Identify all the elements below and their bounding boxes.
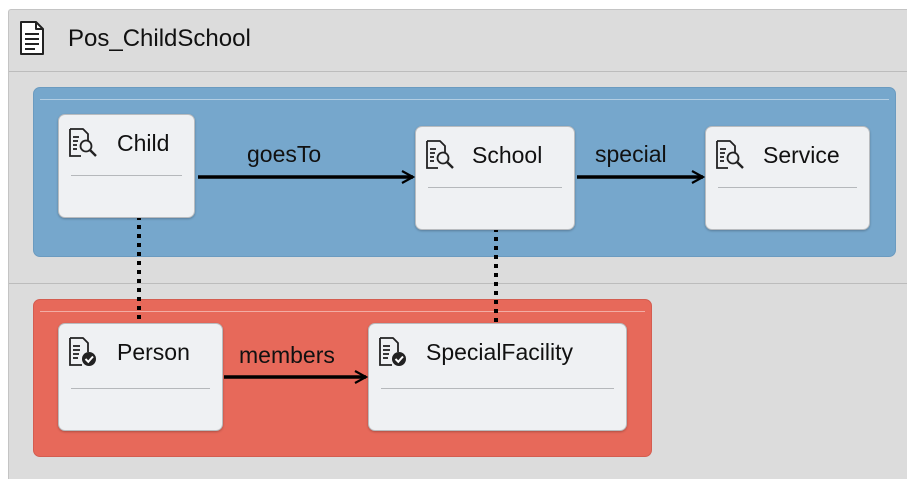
group-divider <box>40 99 889 100</box>
node-specialfacility[interactable]: SpecialFacility <box>368 323 627 431</box>
node-divider <box>428 187 562 188</box>
node-label-school: School <box>472 142 543 168</box>
node-child[interactable]: Child <box>58 114 195 218</box>
section-divider <box>9 283 907 284</box>
edge-label-members: members <box>239 342 335 368</box>
document-check-icon <box>379 337 406 366</box>
node-label-specialfacility: SpecialFacility <box>426 339 573 365</box>
edge-label-goesto: goesTo <box>247 141 322 167</box>
node-divider <box>71 388 210 389</box>
document-icon <box>20 21 44 55</box>
node-label-service: Service <box>763 142 840 168</box>
node-person[interactable]: Person <box>58 323 223 431</box>
title-divider <box>9 71 907 72</box>
node-school[interactable]: School <box>415 126 575 230</box>
diagram-title: Pos_ChildSchool <box>68 25 251 52</box>
group-divider <box>40 311 645 312</box>
node-label-child: Child <box>117 130 170 156</box>
node-service[interactable]: Service <box>705 126 870 230</box>
node-divider <box>718 187 857 188</box>
edge-label-special: special <box>595 141 667 167</box>
document-search-icon <box>716 140 744 169</box>
node-divider <box>71 175 182 176</box>
document-search-icon <box>69 128 97 157</box>
node-label-person: Person <box>117 339 190 365</box>
node-divider <box>381 388 614 389</box>
document-search-icon <box>426 140 454 169</box>
document-check-icon <box>69 337 96 366</box>
